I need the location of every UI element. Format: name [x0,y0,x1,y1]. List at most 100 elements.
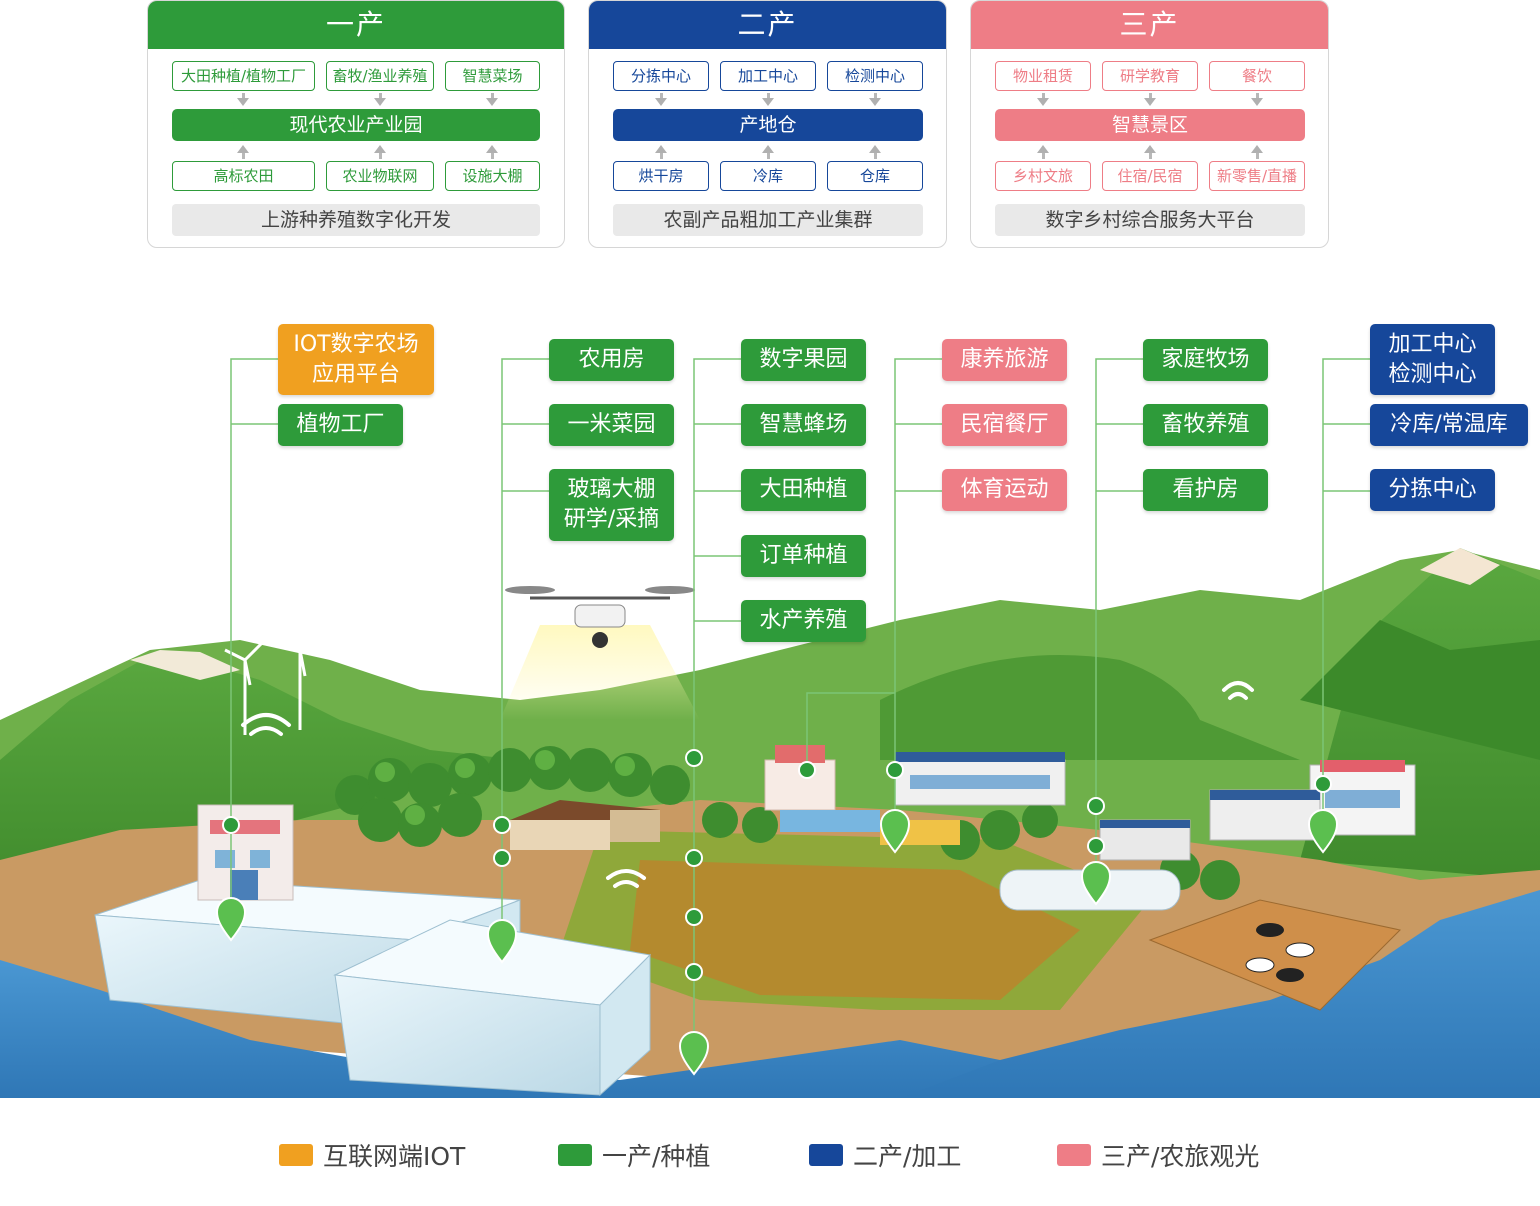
iot-control-building [197,804,294,901]
sea [900,890,1540,1098]
up-arrow-icon [655,145,667,153]
up-arrow-icon [486,145,498,153]
panel-footer: 上游种养殖数字化开发 [172,204,540,236]
legend-label: 互联网端IOT [323,1142,466,1171]
panel-tertiary-industry: 三产 物业租赁 研学教育 餐饮 智慧景区 乡村文旅 住宿/民宿 新零售/直播 数… [970,0,1329,248]
panel-center-bar: 智慧景区 [995,109,1305,141]
panel-title: 三产 [971,1,1328,49]
up-arrow-icon [374,145,386,153]
label-digital-orchard: 数字果园 [741,339,866,381]
panel-bottom-item: 住宿/民宿 [1102,161,1198,191]
panel-top-item: 大田种植/植物工厂 [172,61,315,91]
legend-swatch [809,1144,843,1166]
panel-top-item: 智慧菜场 [445,61,540,91]
pasture [1148,899,1402,1011]
up-arrow-icon [1037,145,1049,153]
label-sorting-center: 分拣中心 [1370,469,1495,511]
legend-swatch [558,1144,592,1166]
panel-primary-industry: 一产 大田种植/植物工厂 畜牧/渔业养殖 智慧菜场 现代农业产业园 高标农田 农… [147,0,565,248]
panel-bottom-item: 乡村文旅 [995,161,1091,191]
arrow-stem [1042,153,1045,159]
panel-footer: 数字乡村综合服务大平台 [995,204,1305,236]
arrow-stem [1256,153,1259,159]
up-arrow-icon [869,145,881,153]
panel-title: 一产 [148,1,564,49]
arrow-stem [660,153,663,159]
label-wellness-tourism: 康养旅游 [942,339,1067,381]
arrow-stem [1042,93,1045,98]
panel-footer: 农副产品粗加工产业集群 [613,204,923,236]
label-glass-greenhouse: 玻璃大棚 研学/采摘 [549,469,674,541]
location-pin-icons [215,809,1339,1076]
panel-top-item: 分拣中心 [613,61,709,91]
down-arrow-icon [869,98,881,106]
panel-top-item: 物业租赁 [995,61,1091,91]
label-order-planting: 订单种植 [741,535,866,577]
down-arrow-icon [1144,98,1156,106]
arrow-stem [767,93,770,98]
arrow-stem [491,93,494,98]
label-family-ranch: 家庭牧场 [1143,339,1268,381]
arrow-stem [874,93,877,98]
label-plant-factory: 植物工厂 [278,404,403,446]
arrow-stem [242,153,245,159]
drone [500,586,700,720]
legend-item-iot: 互联网端IOT [279,1140,466,1171]
label-iot-platform: IOT数字农场 应用平台 [278,324,434,395]
legend-label: 一产/种植 [602,1142,711,1171]
lake [0,960,1000,1098]
farm-house [510,800,660,850]
label-cold-storage: 冷库/常温库 [1370,404,1528,446]
arrow-stem [379,93,382,98]
legend-item-primary: 一产/种植 [558,1140,711,1171]
panel-top-item: 检测中心 [827,61,923,91]
label-sports: 体育运动 [942,469,1067,511]
down-arrow-icon [486,98,498,106]
label-guard-house: 看护房 [1143,469,1268,511]
down-arrow-icon [1037,98,1049,106]
panel-center-bar: 现代农业产业园 [172,109,540,141]
down-arrow-icon [1251,98,1263,106]
panel-bottom-item: 新零售/直播 [1209,161,1305,191]
crop-field [630,860,1080,1000]
wind-turbines [224,628,322,735]
label-field-planting: 大田种植 [741,469,866,511]
arrow-stem [1149,93,1152,98]
greenhouse-right [333,919,652,1097]
panel-top-item: 研学教育 [1102,61,1198,91]
arrow-stem [767,153,770,159]
panel-top-item: 加工中心 [720,61,816,91]
panel-top-item: 畜牧/渔业养殖 [326,61,434,91]
panel-title: 二产 [589,1,946,49]
up-arrow-icon [237,145,249,153]
legend-swatch [1057,1144,1091,1166]
tree-highlights [375,750,635,825]
panel-bottom-item: 烘干房 [613,161,709,191]
label-aquaculture: 水产养殖 [741,600,866,642]
up-arrow-icon [1251,145,1263,153]
panel-bottom-item: 仓库 [827,161,923,191]
down-arrow-icon [374,98,386,106]
arrow-stem [1149,153,1152,159]
down-arrow-icon [237,98,249,106]
panel-bottom-item: 农业物联网 [326,161,434,191]
legend-item-tertiary: 三产/农旅观光 [1057,1140,1259,1171]
arrow-stem [1256,93,1259,98]
legend-label: 二产/加工 [853,1142,962,1171]
panel-bottom-item: 高标农田 [172,161,315,191]
arrow-stem [379,153,382,159]
panel-bottom-item: 冷库 [720,161,816,191]
up-arrow-icon [762,145,774,153]
label-meter-garden: 一米菜园 [549,404,674,446]
label-livestock: 畜牧养殖 [1143,404,1268,446]
junction-dots [222,749,1332,981]
wifi-signal-icon [241,681,1254,888]
arrow-stem [660,93,663,98]
arrow-stem [242,93,245,98]
panel-center-bar: 产地仓 [613,109,923,141]
panel-secondary-industry: 二产 分拣中心 加工中心 检测中心 产地仓 烘干房 冷库 仓库 农副产品粗加工产… [588,0,947,248]
resort-buildings [764,745,1066,845]
label-homestay-restaurant: 民宿餐厅 [942,404,1067,446]
down-arrow-icon [655,98,667,106]
